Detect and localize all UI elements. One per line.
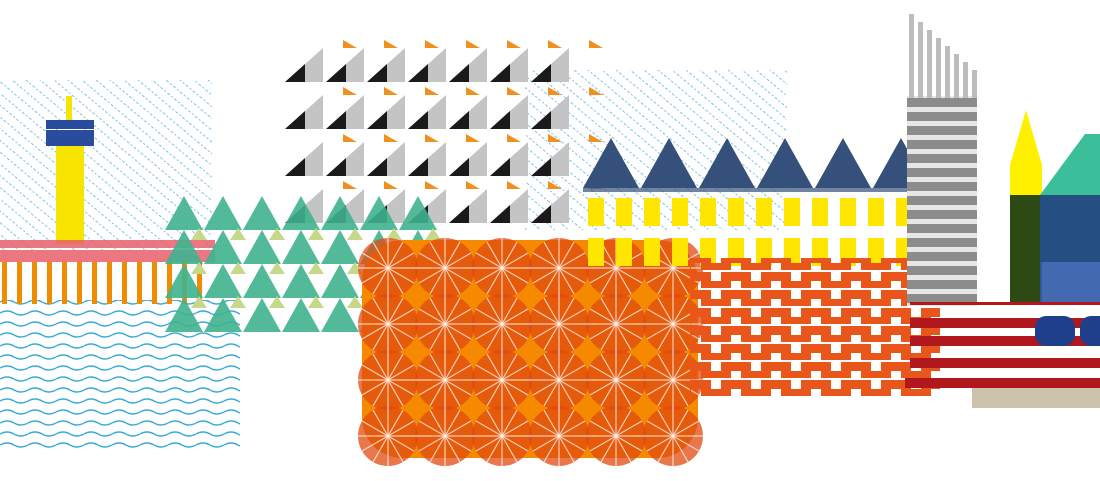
water-waves xyxy=(0,300,240,450)
lighthouse-icon xyxy=(46,96,94,244)
spire-icon xyxy=(1010,110,1100,305)
brick-wall-icon xyxy=(690,258,940,398)
train-icon xyxy=(905,302,1100,408)
dome-icon xyxy=(358,238,703,466)
skyscraper-icon xyxy=(907,14,977,306)
